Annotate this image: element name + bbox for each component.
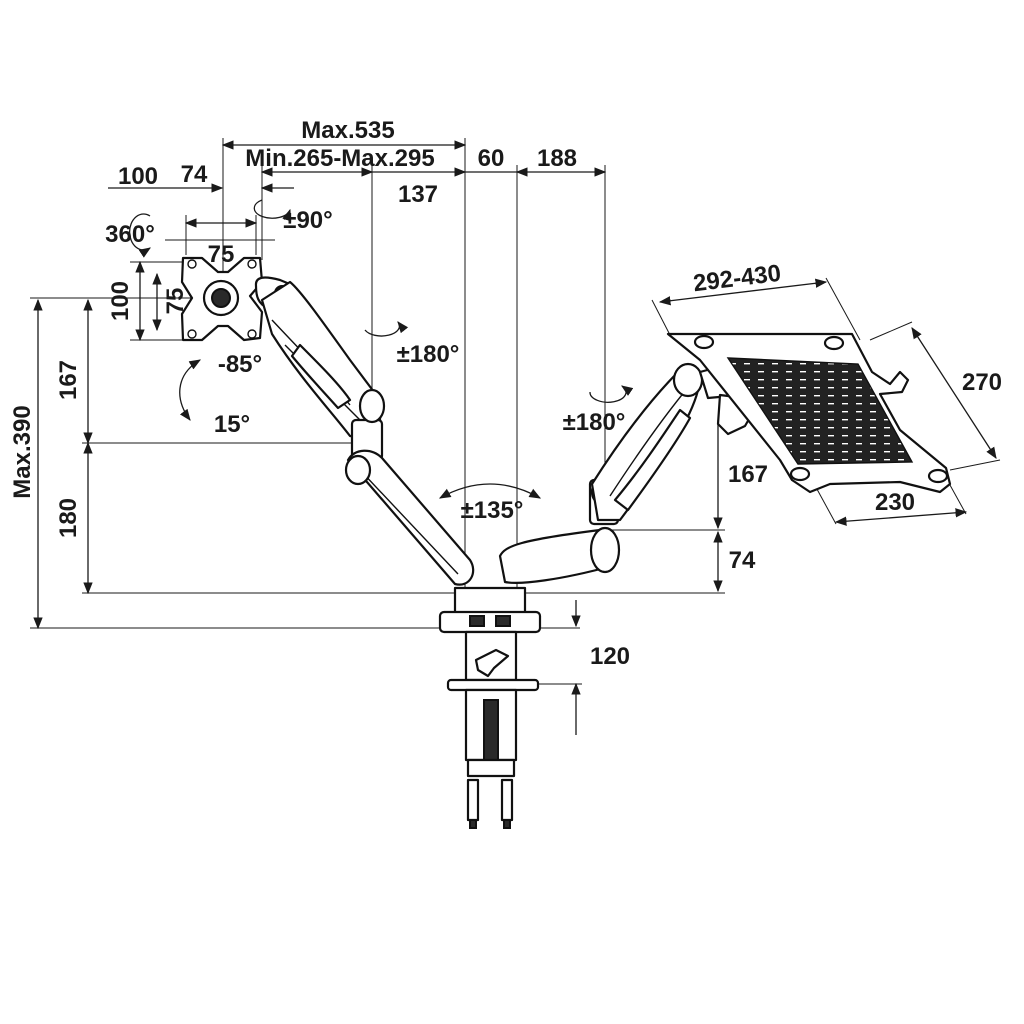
- label-vesa-offset-b: 74: [181, 161, 208, 188]
- rotation-arrows: [129, 199, 634, 499]
- label-left-upper-rotate: ±180°: [397, 341, 460, 368]
- center-pole-clamp: [438, 586, 542, 829]
- dimension-lines: [30, 138, 1001, 735]
- label-swivel-90: ±90°: [283, 207, 332, 234]
- dimension-labels: Max.535 Min.265-Max.295 100 74 137 60 18…: [9, 117, 1002, 670]
- left-arm: [254, 276, 475, 586]
- label-tray-bottom-width: 230: [875, 489, 915, 516]
- label-pole-gap: 60: [478, 145, 505, 172]
- label-vesa-rotate: 360°: [105, 221, 155, 248]
- label-tilt-up: 15°: [214, 411, 250, 438]
- laptop-tray-mesh: [726, 357, 914, 465]
- label-arm-reach-max: Max.535: [301, 117, 394, 144]
- label-right-height-lower: 74: [729, 547, 756, 574]
- label-height-lower: 180: [55, 498, 82, 538]
- label-vesa-offset-a: 100: [118, 163, 158, 190]
- right-arm: [498, 362, 762, 584]
- label-right-upper-rotate: ±180°: [563, 409, 626, 436]
- label-vesa-width: 75: [208, 241, 235, 268]
- label-tray-depth: 270: [962, 369, 1002, 396]
- label-right-offset: 188: [537, 145, 577, 172]
- label-clamp-height: 120: [590, 643, 630, 670]
- label-tilt-down: -85°: [218, 351, 262, 378]
- vesa-plate: [180, 256, 264, 342]
- label-height-total: Max.390: [9, 405, 36, 498]
- label-vesa-height-inner: 75: [162, 288, 189, 315]
- label-right-height-upper: 167: [728, 461, 768, 488]
- label-base-rotate: ±135°: [461, 497, 524, 524]
- label-vesa-height-outer: 100: [107, 281, 134, 321]
- laptop-tray: [666, 332, 952, 494]
- label-height-upper: 167: [55, 360, 82, 400]
- label-tray-width-range: 292-430: [692, 260, 783, 298]
- label-mid-offset: 137: [398, 181, 438, 208]
- label-arm-reach-range: Min.265-Max.295: [245, 145, 434, 172]
